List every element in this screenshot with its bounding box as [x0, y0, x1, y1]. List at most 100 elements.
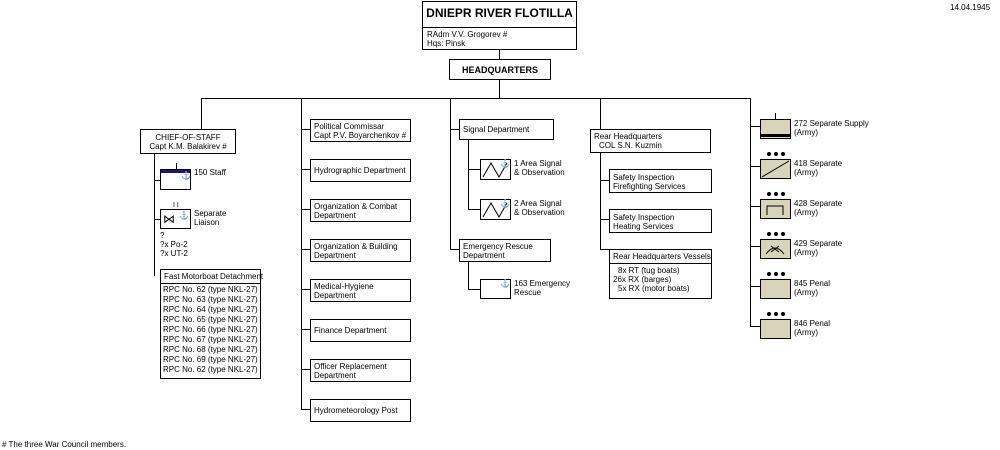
army-unit-label: 428 Separate [794, 199, 843, 208]
department-label: Hydrometeorology Post [314, 406, 398, 415]
echelon-dot [774, 152, 778, 156]
propeller-icon: ⋈ [163, 212, 175, 226]
area-signal-1-label-2: & Observation [514, 168, 565, 177]
department-box: Hydrometeorology Post [310, 399, 411, 422]
department-sublabel: Department [314, 371, 356, 380]
area-signal-1-label-1: 1 Area Signal [514, 159, 562, 168]
anchor-icon: ⚓ [179, 211, 189, 220]
echelon-dot [767, 232, 771, 236]
commander-label: RAdm V.V. Grogorev # [427, 30, 508, 39]
heating-label-2: Heating Services [613, 222, 674, 231]
army-unit-label: 272 Separate Supply [794, 119, 869, 128]
department-label: Organization & Building [314, 242, 398, 251]
firefighting-box: Safety Inspection Firefighting Services [609, 169, 712, 193]
echelon-dot [774, 312, 778, 316]
chief-of-staff-name: Capt K.M. Balakirev # [149, 142, 227, 151]
army-unit-sublabel: (Army) [794, 168, 818, 177]
anchor-icon: ⚓ [500, 199, 510, 208]
rear-vessels-title: Rear Headquarters Vessels [613, 252, 711, 261]
area-signal-2-label-1: 2 Area Signal [514, 199, 562, 208]
anchor-icon: ⚓ [500, 159, 510, 168]
rear-vessels-box: Rear Headquarters Vessels 8x RT (tug boa… [609, 249, 712, 299]
flotilla-title: DNIEPR RIVER FLOTILLA [426, 6, 573, 20]
rear-vessels-rt: 8x RT (tug boats) [618, 266, 680, 275]
liaison-label-2: Liaison [194, 218, 220, 227]
emergency-rescue-box: Emergency Rescue Department [459, 239, 551, 262]
army-unit-label: 845 Penal [794, 279, 831, 288]
army-unit-symbol [760, 119, 791, 139]
heating-box: Safety Inspection Heating Services [609, 209, 712, 233]
motorboat-detachment-box: Fast Motorboat Detachment RPC No. 62 (ty… [160, 269, 264, 379]
army-unit-symbol [760, 159, 791, 179]
department-sublabel: Department [314, 291, 356, 300]
echelon-dot [774, 232, 778, 236]
signal-department-box: Signal Department [459, 119, 554, 140]
army-unit-symbol [760, 319, 791, 339]
echelon-dot [781, 192, 785, 196]
headquarters-box: HEADQUARTERS [449, 59, 551, 80]
signal-department-label: Signal Department [463, 125, 530, 134]
army-unit-label: 418 Separate [794, 159, 843, 168]
anchor-icon: ⚓ [500, 279, 510, 288]
motorboat-item: RPC No. 63 (type NKL-27) [163, 295, 258, 304]
army-unit-label: 429 Separate [794, 239, 843, 248]
department-label: Officer Replacement [314, 362, 387, 371]
echelon-dot [767, 312, 771, 316]
main-bus-line [201, 98, 751, 99]
army-unit-label: 846 Penal [794, 319, 831, 328]
footnote: # The three War Council members. [2, 440, 127, 449]
emergency-rescue-unit-label-2: Rescue [514, 288, 542, 297]
echelon-dot [774, 272, 778, 276]
heating-label-1: Safety Inspection [613, 213, 675, 222]
army-unit-symbol [760, 199, 791, 219]
army-unit-symbol [760, 279, 791, 299]
firefighting-label-2: Firefighting Services [613, 182, 686, 191]
motorboat-item: RPC No. 66 (type NKL-27) [163, 325, 258, 334]
date-label: 14.04.1945 [950, 3, 991, 12]
aircraft-po2: ?x Po-2 [160, 240, 188, 249]
area-signal-1-symbol: ⚓ [480, 159, 511, 180]
department-label: Finance Department [314, 326, 387, 335]
motorboat-item: RPC No. 65 (type NKL-27) [163, 315, 258, 324]
headquarters-label: HEADQUARTERS [461, 65, 538, 75]
army-unit-symbol [760, 239, 791, 259]
emergency-rescue-unit-symbol: ⚓ [480, 279, 511, 299]
aircraft-ut2: ?x UT-2 [160, 249, 189, 258]
emergency-rescue-label-1: Emergency Rescue [463, 242, 533, 251]
army-unit-sublabel: (Army) [794, 248, 818, 257]
flotilla-title-box: DNIEPR RIVER FLOTILLA RAdm V.V. Grogorev… [422, 1, 577, 50]
emergency-rescue-unit-label-1: 163 Emergency [514, 279, 571, 288]
anchor-icon: ⚓ [181, 171, 191, 180]
rear-vessels-rx1: 26x RX (barges) [613, 275, 672, 284]
echelon-dot [781, 232, 785, 236]
area-signal-2-symbol: ⚓ [480, 199, 511, 220]
army-unit-sublabel: (Army) [794, 288, 818, 297]
motorboat-item: RPC No. 69 (type NKL-27) [163, 355, 258, 364]
echelon-dot [767, 272, 771, 276]
department-box: Hydrographic Department [310, 159, 411, 182]
motorboat-item: RPC No. 64 (type NKL-27) [163, 305, 258, 314]
aircraft-q: ? [160, 231, 165, 240]
area-signal-2-label-2: & Observation [514, 208, 565, 217]
rear-headquarters-box: Rear Headquarters COL S.N. Kuzmin [590, 129, 711, 153]
department-label: Medical-Hygiene [314, 282, 374, 291]
army-unit-sublabel: (Army) [794, 128, 818, 137]
rear-headquarters-label-2: COL S.N. Kuzmin [599, 141, 662, 150]
echelon-dot [781, 152, 785, 156]
department-sublabel: Capt P.V. Boyarchenkov # [314, 131, 407, 140]
department-label: Organization & Combat [314, 202, 398, 211]
army-unit-sublabel: (Army) [794, 208, 818, 217]
liaison-label-1: Separate [194, 209, 227, 218]
liaison-unit-symbol: ⋈ ⚓ [160, 209, 191, 229]
chief-of-staff-box: CHIEF-OF-STAFF Capt K.M. Balakirev # [140, 129, 236, 154]
staff-unit-label: 150 Staff [194, 168, 226, 177]
rear-headquarters-label-1: Rear Headquarters [594, 132, 663, 141]
department-box: Finance Department [310, 319, 411, 342]
chief-of-staff-title: CHIEF-OF-STAFF [155, 133, 221, 142]
motorboat-title: Fast Motorboat Detachment [164, 272, 264, 281]
echelon-dot [767, 192, 771, 196]
emergency-rescue-label-2: Department [463, 251, 505, 260]
